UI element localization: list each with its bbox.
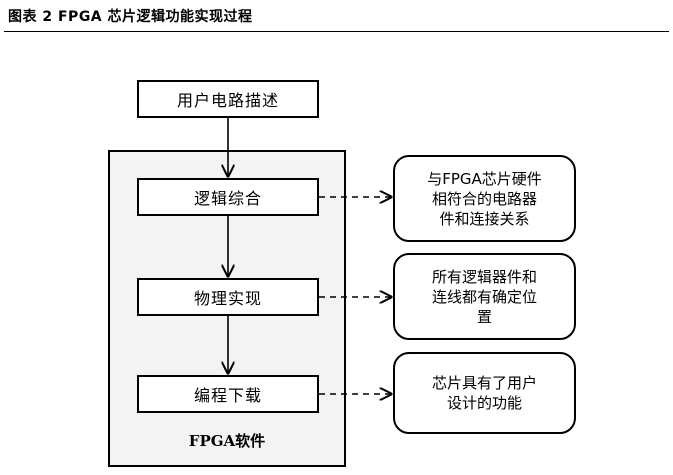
download-result-note: 芯片具有了用户 设计的功能	[393, 352, 576, 434]
user-circuit-description-box: 用户电路描述	[137, 80, 319, 118]
caption-divider	[4, 31, 669, 32]
physical-implementation-box: 物理实现	[137, 278, 319, 316]
fpga-software-label: FPGA软件	[188, 432, 266, 450]
implementation-result-note: 所有逻辑器件和 连线都有确定位 置	[393, 253, 576, 340]
programming-download-box: 编程下载	[137, 375, 319, 413]
synthesis-result-note: 与FPGA芯片硬件 相符合的电路器 件和连接关系	[393, 155, 576, 242]
logic-synthesis-box: 逻辑综合	[137, 178, 319, 216]
figure-caption: 图表 2 FPGA 芯片逻辑功能实现过程	[8, 9, 253, 25]
